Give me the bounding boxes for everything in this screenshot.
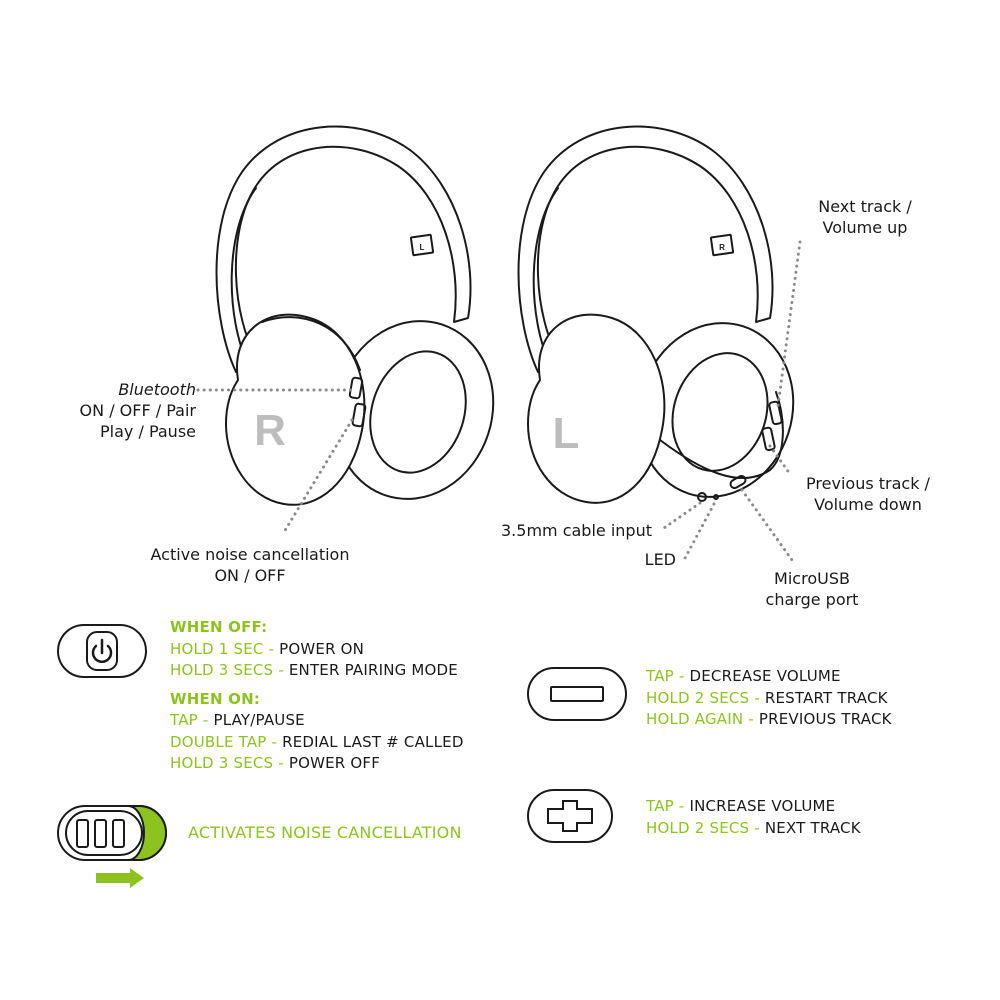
left-near-cup bbox=[527, 313, 666, 504]
right-bt-button bbox=[348, 376, 364, 400]
cable-callout: 3.5mm cable input bbox=[440, 520, 652, 541]
when-on-heading: WHEN ON: bbox=[170, 689, 261, 708]
left-headphone-drawing bbox=[517, 125, 795, 504]
cable-line1: 3.5mm cable input bbox=[501, 521, 652, 540]
prev-callout: Previous track / Volume down bbox=[786, 473, 950, 515]
left-prev-button bbox=[761, 426, 776, 452]
usb-leader bbox=[740, 488, 794, 562]
left-usb-port bbox=[729, 475, 747, 489]
left-led bbox=[713, 494, 719, 500]
plus-row: HOLD 2 SECS - NEXT TRACK bbox=[646, 818, 861, 837]
anc-leader bbox=[282, 418, 354, 534]
prev-line2: Volume down bbox=[814, 495, 922, 514]
bluetooth-line3: Play / Pause bbox=[100, 422, 196, 441]
power-instructions: WHEN OFF: HOLD 1 SEC - POWER ON HOLD 3 S… bbox=[170, 617, 464, 775]
power-row: HOLD 3 SECS - POWER OFF bbox=[170, 754, 381, 772]
plus-row: TAP - INCREASE VOLUME bbox=[646, 797, 836, 815]
prev-line1: Previous track / bbox=[806, 474, 930, 493]
anc-line2: ON / OFF bbox=[214, 566, 286, 585]
right-band-tag bbox=[409, 233, 435, 257]
led-line1: LED bbox=[644, 550, 676, 569]
power-row: HOLD 3 SECS - ENTER PAIRING MODE bbox=[170, 661, 458, 679]
minus-instructions: TAP - DECREASE VOLUME HOLD 2 SECS - REST… bbox=[646, 666, 892, 731]
right-anc-switch bbox=[351, 402, 367, 428]
anc-line1: Active noise cancellation bbox=[150, 545, 350, 564]
bluetooth-label: Bluetooth bbox=[118, 380, 196, 399]
left-side-letter: L bbox=[553, 409, 580, 458]
next-line1: Next track / bbox=[818, 197, 912, 216]
right-near-cup bbox=[225, 313, 366, 506]
minus-row: HOLD 2 SECS - RESTART TRACK bbox=[646, 688, 888, 707]
power-icon bbox=[57, 624, 147, 678]
anc-switch-text: ACTIVATES NOISE CANCELLATION bbox=[188, 823, 462, 842]
usb-callout: MicroUSB charge port bbox=[742, 568, 882, 610]
right-headphone-drawing bbox=[215, 125, 495, 506]
right-far-cushion-inner bbox=[369, 350, 467, 474]
anc-switch-icon bbox=[57, 805, 167, 888]
arrow-right-icon bbox=[96, 868, 144, 888]
left-headband bbox=[517, 125, 774, 373]
prev-leader bbox=[768, 444, 792, 476]
led-callout: LED bbox=[600, 549, 676, 570]
right-band-tag-letter: L bbox=[420, 243, 425, 252]
next-leader bbox=[776, 240, 802, 408]
left-next-button bbox=[768, 400, 783, 426]
usb-line1: MicroUSB bbox=[774, 569, 850, 588]
right-headband bbox=[215, 125, 472, 373]
bluetooth-callout: Bluetooth ON / OFF / Pair Play / Pause bbox=[40, 379, 196, 442]
usb-line2: charge port bbox=[765, 590, 859, 609]
left-cup-shell bbox=[659, 391, 784, 479]
minus-row: TAP - DECREASE VOLUME bbox=[646, 667, 841, 685]
anc-callout: Active noise cancellation ON / OFF bbox=[100, 544, 400, 586]
led-leader bbox=[682, 502, 716, 562]
power-row: HOLD 1 SEC - POWER ON bbox=[170, 639, 365, 658]
right-near-cup-rim bbox=[261, 316, 361, 371]
power-row: DOUBLE TAP - REDIAL LAST # CALLED bbox=[170, 732, 464, 751]
left-far-cushion-inner bbox=[671, 352, 769, 472]
right-side-letter: R bbox=[254, 406, 286, 455]
next-callout: Next track / Volume up bbox=[790, 196, 940, 238]
when-off-heading: WHEN OFF: bbox=[170, 618, 268, 636]
power-row: TAP - PLAY/PAUSE bbox=[170, 711, 305, 729]
cable-leader bbox=[662, 501, 702, 530]
left-band-tag bbox=[709, 233, 735, 257]
next-line2: Volume up bbox=[822, 218, 908, 237]
left-aux-port bbox=[697, 492, 707, 502]
plus-instructions: TAP - INCREASE VOLUME HOLD 2 SECS - NEXT… bbox=[646, 796, 861, 839]
bluetooth-line2: ON / OFF / Pair bbox=[79, 401, 196, 420]
left-band-tag-letter: R bbox=[719, 243, 725, 252]
minus-row: HOLD AGAIN - PREVIOUS TRACK bbox=[646, 710, 892, 728]
plus-icon bbox=[527, 789, 613, 843]
minus-icon bbox=[527, 667, 627, 721]
